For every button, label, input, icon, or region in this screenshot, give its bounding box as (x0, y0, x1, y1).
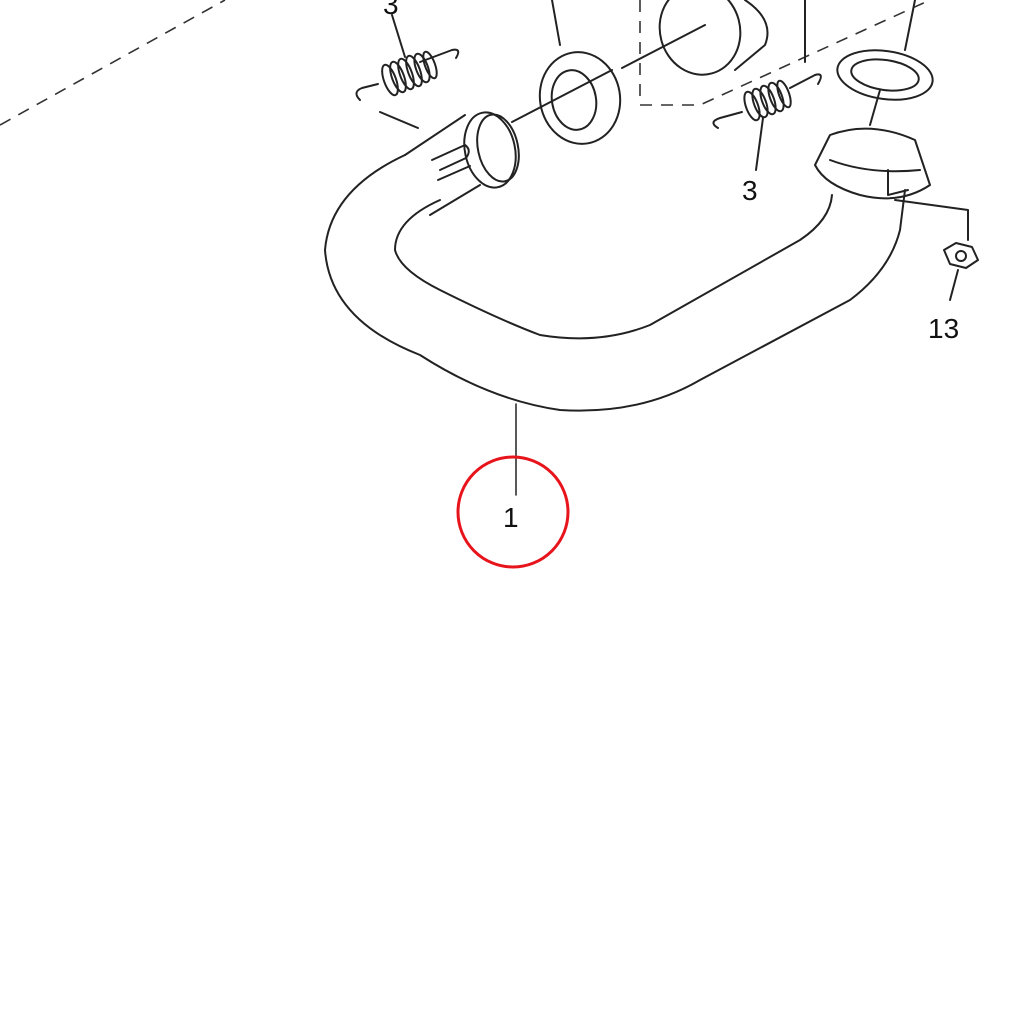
highlight-circle (456, 455, 570, 569)
gasket-ring (538, 0, 622, 145)
dashed-reference-lines (0, 0, 931, 126)
exhaust-pipe (324, 111, 931, 412)
spring-left (355, 14, 460, 129)
alignment-line (511, 24, 706, 123)
callout-spring-left: 3 (383, 0, 399, 20)
flange-nut (894, 199, 979, 301)
callout-spring-right: 3 (742, 175, 758, 206)
spring-right (712, 73, 822, 171)
exhaust-gasket (836, 0, 934, 126)
callout-exhaust-pipe: 1 (503, 502, 519, 533)
callout-nut: 13 (928, 313, 959, 344)
